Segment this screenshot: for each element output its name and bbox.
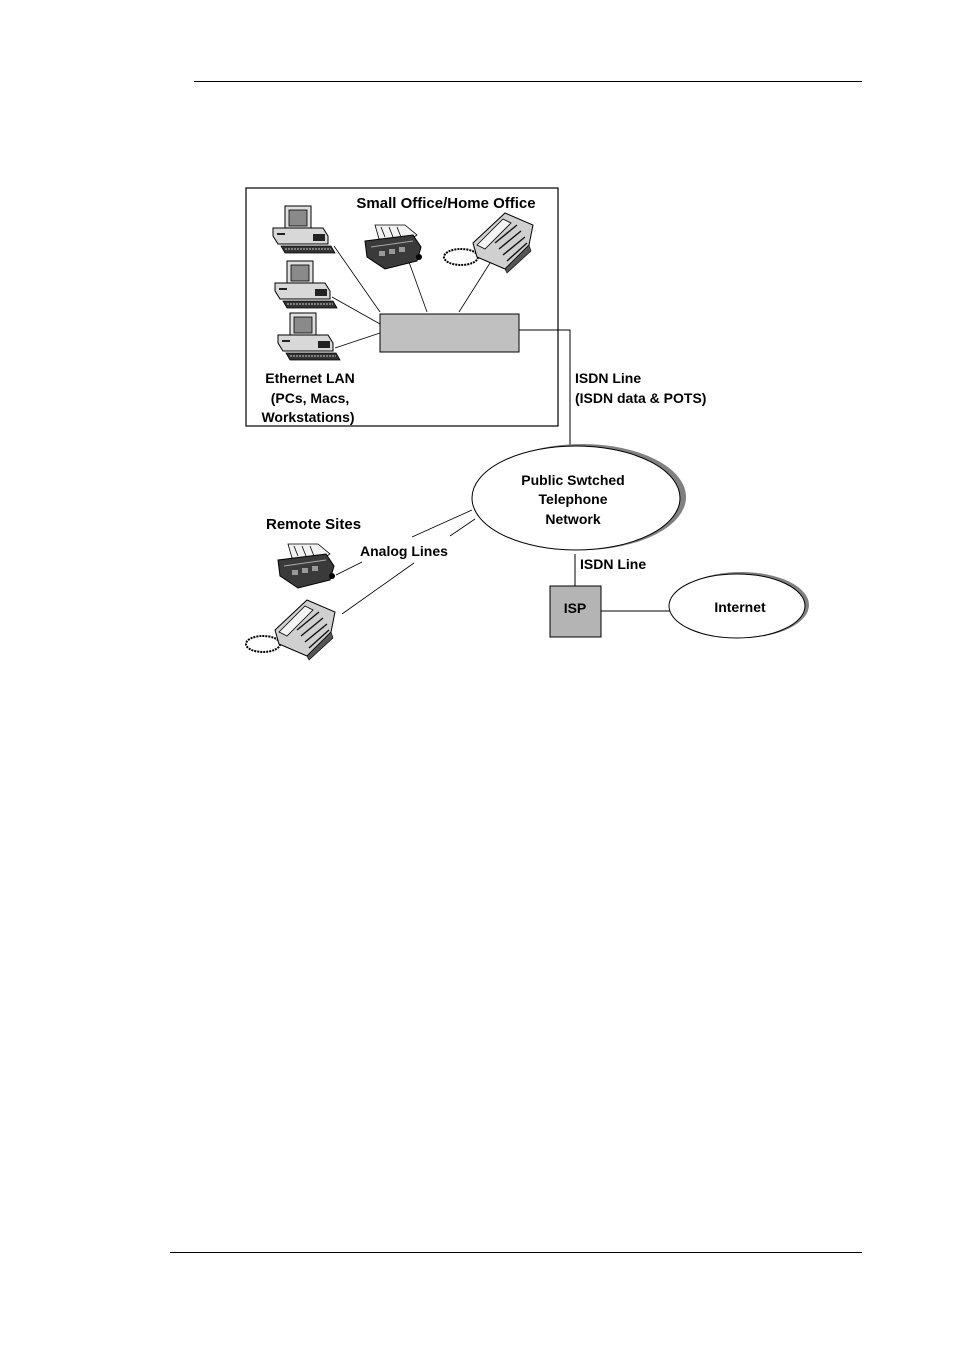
lan-label-line-3: Workstations) bbox=[261, 409, 354, 425]
remote-telephone-icon bbox=[245, 599, 336, 661]
analog-lines-label: Analog Lines bbox=[360, 543, 448, 559]
pstn-label-1: Public Swtched bbox=[521, 472, 624, 488]
internet-label: Internet bbox=[714, 599, 766, 615]
lan-label-line-2: (PCs, Macs, bbox=[271, 390, 350, 406]
isp-isdn-label: ISDN Line bbox=[580, 556, 646, 572]
isdn-uplink-line bbox=[519, 329, 571, 448]
soho-box bbox=[245, 187, 559, 427]
remote-sites-title: Remote Sites bbox=[266, 516, 361, 533]
pc-icon bbox=[272, 205, 336, 254]
lan-label-line-1: Ethernet LAN bbox=[265, 370, 354, 386]
fax-icon bbox=[364, 224, 423, 270]
isdn-uplink-label-2: (ISDN data & POTS) bbox=[575, 390, 706, 406]
pc-icon bbox=[277, 312, 341, 361]
isdn-router-box bbox=[379, 313, 520, 353]
remote-fax-icon bbox=[277, 543, 336, 589]
isp-label: ISP bbox=[564, 600, 587, 616]
header-rule bbox=[194, 81, 862, 82]
telephone-icon bbox=[443, 212, 534, 274]
lan-connections bbox=[331, 245, 491, 349]
soho-title: Small Office/Home Office bbox=[356, 195, 535, 212]
footer-rule bbox=[170, 1252, 862, 1253]
pc-icon bbox=[274, 260, 338, 309]
pstn-label-3: Network bbox=[545, 511, 600, 527]
pstn-cloud bbox=[471, 445, 681, 551]
internet-cloud bbox=[668, 573, 806, 639]
analog-lines bbox=[335, 509, 476, 615]
isdn-uplink-label-1: ISDN Line bbox=[575, 370, 641, 386]
pstn-label-2: Telephone bbox=[539, 491, 608, 507]
